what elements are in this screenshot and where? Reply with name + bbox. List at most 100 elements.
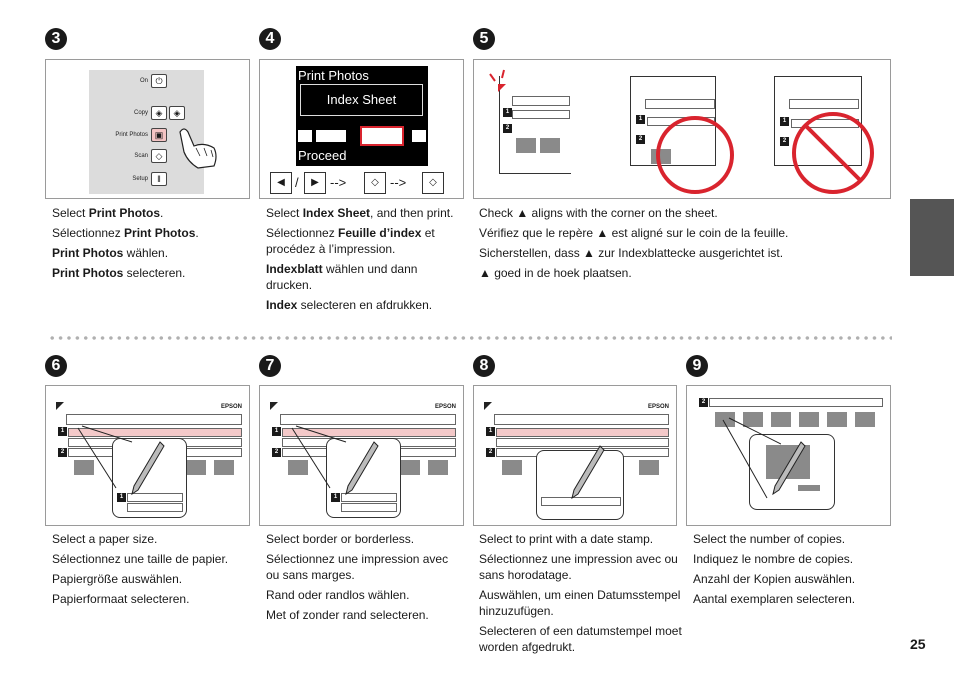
setup-button[interactable]: ǁ [151,172,167,186]
start-key-2[interactable]: ◇ [422,172,444,194]
photo-thumbnail [288,460,308,475]
caption-line: Sélectionnez Print Photos. [52,226,199,240]
photo-thumbnail [771,412,791,427]
row-2-marker: 2 [636,135,645,144]
caption-line: Select to print with a date stamp. [479,532,654,546]
photo-thumbnail [715,412,735,427]
brand-logo: EPSON [648,404,670,410]
caption-line: Papierformaat selecteren. [52,592,190,606]
sheet-row [645,99,715,109]
caption-line: Papiergröße auswählen. [52,572,183,586]
caption-line: Select Index Sheet, and then print. [266,206,454,220]
caption-line: Aantal exemplaren selecteren. [693,592,856,606]
step-3-badge: 3 [45,28,67,50]
pencil-icon [571,445,605,500]
left-arrow-key[interactable]: ◀ [270,172,292,194]
lcd-index-sheet-icon [360,126,404,146]
start-key[interactable]: ◇ [364,172,386,194]
copy-button-2[interactable]: ◈ [169,106,185,120]
scan-button[interactable]: ◇ [151,149,167,163]
lcd-left-arrow-icon [298,130,312,142]
sheet-row [494,414,669,425]
prohibited-icon [792,112,874,194]
caption-line: Select Print Photos. [52,206,164,220]
sheet-row [512,96,570,106]
sheet-row [66,414,242,425]
copy-button[interactable]: ◈ [151,106,167,120]
zoomed-row [341,493,397,502]
page-number: 25 [910,636,926,652]
caption-line: Sicherstellen, dass ▲ zur Indexblattecke… [479,246,784,260]
step-7-illustration: EPSON 1 2 1 [259,385,464,526]
nav-arrow: --> [390,175,407,190]
date-row-highlighted [496,428,669,437]
step-4-badge: 4 [259,28,281,50]
step-9-caption: Select the number of copies. Indiquez le… [693,531,888,611]
sheet-row [512,110,570,119]
callout-lines-icon [291,425,347,489]
row-2-marker: 2 [503,124,512,133]
zoomed-row [127,493,183,502]
row-1-marker: 1 [486,427,495,436]
step-9-illustration: 2 [686,385,891,526]
photo-thumbnail [74,460,94,475]
step-7-caption: Select border or borderless. Sélectionne… [266,531,464,627]
row-2-marker: 2 [699,398,708,407]
brand-logo: EPSON [435,404,457,410]
copies-bar [798,485,820,491]
step-7-badge: 7 [259,355,281,377]
pencil-icon [345,441,379,496]
index-sheet-correct: 1 2 [499,76,571,174]
sheet-row [280,414,456,425]
photo-thumbnail [651,149,671,164]
lcd-title: Print Photos [298,68,369,83]
corner-mark-icon [270,402,278,410]
step-9-badge: 9 [686,355,708,377]
caption-line: ▲ goed in de hoek plaatsen. [479,266,632,280]
step-3-illustration: On ⏻ Copy ◈ ◈ Print Photos ▣ Scan ◇ Setu… [45,59,250,199]
row-1-marker: 1 [780,117,789,126]
caption-line: Print Photos selecteren. [52,266,186,280]
photo-thumbnail [516,138,536,153]
photo-thumbnail [799,412,819,427]
control-label-on: On [139,78,148,84]
zoomed-row [341,503,397,512]
row-2-marker: 2 [486,448,495,457]
control-label-print-photos: Print Photos [115,132,148,138]
caption-line: Sélectionnez une impression avec ou sans… [266,552,449,582]
brand-logo: EPSON [221,404,243,410]
photo-thumbnail [743,412,763,427]
right-arrow-key[interactable]: ▶ [304,172,326,194]
caption-line: Rand oder randlos wählen. [266,588,410,602]
caption-line: Anzahl der Kopien auswählen. [693,572,856,586]
control-label-copy: Copy [133,110,148,116]
step-5-badge: 5 [473,28,495,50]
step-8-caption: Select to print with a date stamp. Sélec… [479,531,684,659]
caption-line: Sélectionnez Feuille d’index et procédez… [266,226,435,256]
photo-thumbnail [502,460,522,475]
caption-line: Met of zonder rand selecteren. [266,608,429,622]
power-button[interactable]: ⏻ [151,74,167,88]
caption-line: Indiquez le nombre de copies. [693,552,854,566]
step-4-caption: Select Index Sheet, and then print. Séle… [266,205,461,317]
control-label-setup: Setup [132,176,148,182]
row-2-marker: 2 [58,448,67,457]
photo-thumbnail [428,460,448,475]
wrong-circle-icon [656,116,734,194]
nav-slash: / [295,175,299,190]
photo-thumbnail [214,460,234,475]
step-6-caption: Select a paper size. Sélectionnez une ta… [52,531,247,611]
border-row-highlighted [282,428,456,437]
photo-thumbnail [639,460,659,475]
step-8-illustration: EPSON 1 2 [473,385,677,526]
corner-mark-icon [484,402,492,410]
step-5-caption: Check ▲ aligns with the corner on the sh… [479,205,889,285]
step-5-illustration: 1 2 1 2 1 2 [473,59,891,199]
zoom-callout: 1 [112,438,187,518]
photo-thumbnail [400,460,420,475]
print-photos-button[interactable]: ▣ [151,128,167,142]
paper-size-row-highlighted [68,428,242,437]
lcd-right-arrow-icon [412,130,426,142]
nav-arrow: --> [330,175,347,190]
callout-lines-icon [722,417,781,499]
